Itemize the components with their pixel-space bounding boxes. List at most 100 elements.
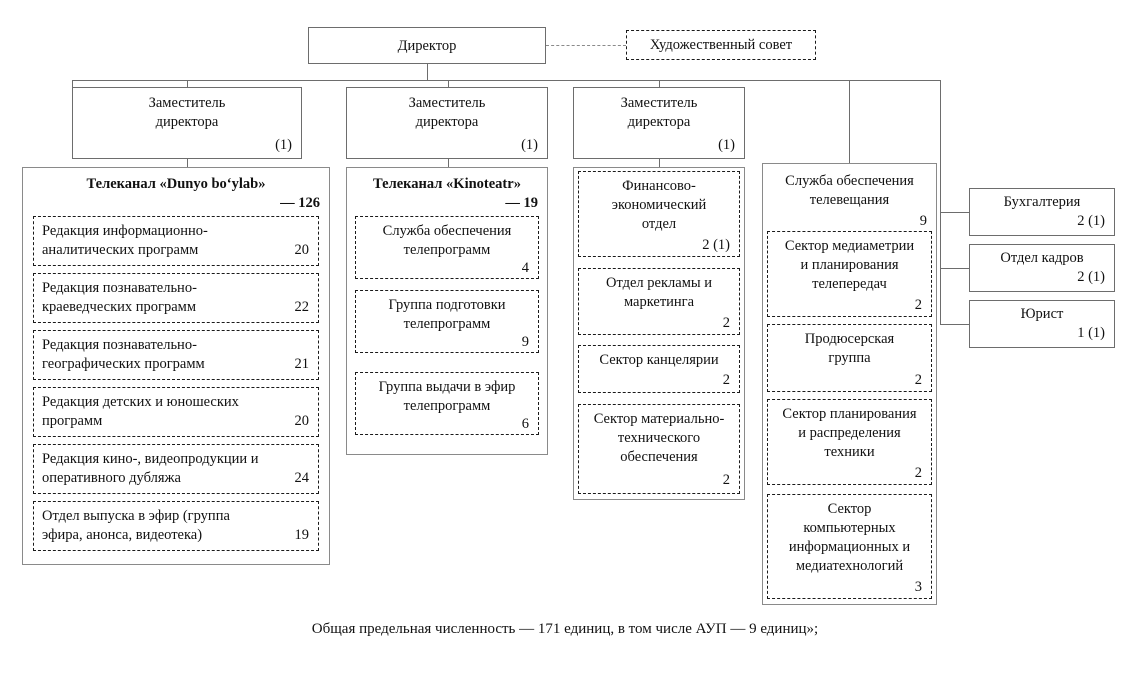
side-unit-box-2[interactable]: Отдел кадров 2 (1) — [969, 244, 1115, 292]
column-4-item-1-line2: и планирования — [800, 257, 899, 273]
column-2-item-1-count: 4 — [521, 260, 529, 276]
column-2-item-2[interactable]: Группа подготовки телепрограмм 9 — [355, 290, 539, 353]
column-3-item-4-count: 2 — [722, 472, 730, 488]
column-4-item-4-line1: Сектор — [827, 501, 872, 517]
column-1-item-1[interactable]: Редакция информационно- аналитических пр… — [33, 216, 319, 266]
deputy-2-drop-line — [448, 159, 449, 167]
deputy-1-line1: Заместитель — [148, 95, 226, 111]
column-1-item-4-count: 20 — [294, 413, 310, 429]
side-unit-3-count: 1 (1) — [1077, 325, 1105, 341]
column-1-item-6-line1: Отдел выпуска в эфир (группа — [42, 508, 230, 524]
column-4-item-4[interactable]: Сектор компьютерных информационных и мед… — [767, 494, 932, 599]
column-4-header-line1: Служба обеспечения — [785, 173, 914, 189]
column-1-item-3[interactable]: Редакция познавательно- географических п… — [33, 330, 319, 380]
column-3-item-2-count: 2 — [722, 315, 730, 331]
column-4-item-3-count: 2 — [914, 465, 922, 481]
deputy-box-3[interactable]: Заместитель директора (1) — [573, 87, 745, 159]
column-3-item-2-line2: маркетинга — [623, 294, 695, 310]
deputy-3-line2: директора — [627, 114, 691, 130]
deputy-3-line1: Заместитель — [620, 95, 698, 111]
column-1-item-5-count: 24 — [294, 470, 310, 486]
column-1-item-1-line1: Редакция информационно- — [42, 223, 208, 239]
column-3-item-3[interactable]: Сектор канцелярии 2 — [578, 345, 740, 393]
column-1-item-5-line1: Редакция кино-, видеопродукции и — [42, 451, 259, 467]
column-1-item-6[interactable]: Отдел выпуска в эфир (группа эфира, анон… — [33, 501, 319, 551]
column-2-item-3[interactable]: Группа выдачи в эфир телепрограмм 6 — [355, 372, 539, 435]
side-unit-box-3[interactable]: Юрист 1 (1) — [969, 300, 1115, 348]
column-4-item-3-line3: техники — [824, 444, 875, 460]
column-4-item-4-line4: медиатехнологий — [795, 558, 904, 574]
side-unit-3-title: Юрист — [1020, 306, 1064, 322]
column-1-item-5[interactable]: Редакция кино-, видеопродукции и операти… — [33, 444, 319, 494]
bus-left-edge-drop — [72, 80, 73, 87]
column-4-item-3-line2: и распределения — [798, 425, 901, 441]
column-1-item-3-line1: Редакция познавательно- — [42, 337, 197, 353]
column-1-item-2-count: 22 — [294, 299, 310, 315]
column-3-item-1-line1: Финансово- — [622, 178, 696, 194]
column-3-item-1[interactable]: Финансово- экономический отдел 2 (1) — [578, 171, 740, 257]
director-box[interactable]: Директор — [308, 27, 546, 64]
side-unit-box-1[interactable]: Бухгалтерия 2 (1) — [969, 188, 1115, 236]
column-4-item-4-line3: информационных и — [788, 539, 911, 555]
column-4-item-4-line2: компьютерных — [803, 520, 896, 536]
column-3-item-4[interactable]: Сектор материально- технического обеспеч… — [578, 404, 740, 494]
column-3-item-2[interactable]: Отдел рекламы и маркетинга 2 — [578, 268, 740, 335]
deputy-box-1[interactable]: Заместитель директора (1) — [72, 87, 302, 159]
advisory-council-box[interactable]: Художественный совет — [626, 30, 816, 60]
column-2-item-2-line1: Группа подготовки — [388, 297, 506, 313]
column-1-header: Телеканал «Dunyo bo‘ylab» — [86, 176, 266, 192]
bus-branch-deputy-3 — [659, 80, 660, 87]
column-3-item-3-line1: Сектор канцелярии — [599, 352, 719, 368]
column-1-item-2[interactable]: Редакция познавательно- краеведческих пр… — [33, 273, 319, 323]
column-2-item-1-line1: Служба обеспечения — [382, 223, 512, 239]
director-advisory-connector — [546, 45, 626, 46]
deputy-3-drop-line — [659, 159, 660, 167]
column-1-item-3-line2: географических программ — [42, 356, 205, 372]
main-bus-line — [72, 80, 940, 81]
side-unit-1-count: 2 (1) — [1077, 213, 1105, 229]
deputy-1-drop-line — [187, 159, 188, 167]
column-1-item-1-line2: аналитических программ — [42, 242, 199, 258]
bus-branch-column-4 — [849, 80, 850, 163]
column-3-item-4-line1: Сектор материально- — [593, 411, 725, 427]
bus-branch-deputy-1 — [187, 80, 188, 87]
column-3-item-1-line3: отдел — [641, 216, 677, 232]
column-1-item-4-line2: программ — [42, 413, 103, 429]
column-1-item-4-line1: Редакция детских и юношеских — [42, 394, 239, 410]
director-drop-line — [427, 64, 428, 80]
deputy-1-count: (1) — [275, 137, 292, 153]
column-4-item-4-count: 3 — [914, 579, 922, 595]
column-3-item-2-line1: Отдел рекламы и — [606, 275, 712, 291]
column-1-item-4[interactable]: Редакция детских и юношеских программ 20 — [33, 387, 319, 437]
column-1-item-2-line2: краеведческих программ — [42, 299, 196, 315]
column-4-item-1-count: 2 — [914, 297, 922, 313]
column-2-item-2-count: 9 — [521, 334, 529, 350]
column-4-item-3[interactable]: Сектор планирования и распределения техн… — [767, 399, 932, 485]
column-4-item-1[interactable]: Сектор медиаметрии и планирования телепе… — [767, 231, 932, 317]
column-3-item-1-count: 2 (1) — [702, 237, 730, 253]
column-2-header: Телеканал «Kinoteatr» — [373, 176, 521, 192]
deputy-2-line2: директора — [415, 114, 479, 130]
side-unit-2-connector — [940, 268, 969, 269]
side-unit-2-title: Отдел кадров — [1000, 250, 1084, 266]
side-unit-1-connector — [940, 212, 969, 213]
column-4-item-2-line2: группа — [828, 350, 871, 366]
column-2-item-1-line2: телепрограмм — [403, 242, 491, 258]
column-4-item-1-line3: телепередач — [812, 276, 887, 292]
column-4-item-2-count: 2 — [914, 372, 922, 388]
column-1-item-2-line1: Редакция познавательно- — [42, 280, 197, 296]
column-3-item-4-line2: технического — [617, 430, 701, 446]
column-2-item-3-line2: телепрограмм — [403, 398, 491, 414]
column-4-header-line2: телевещания — [809, 192, 890, 208]
total-headcount-caption: Общая предельная численность — 171 едини… — [311, 621, 819, 637]
column-4-item-2[interactable]: Продюсерская группа 2 — [767, 324, 932, 392]
column-2-item-3-line1: Группа выдачи в эфир — [378, 379, 516, 395]
deputy-box-2[interactable]: Заместитель директора (1) — [346, 87, 548, 159]
deputy-2-line1: Заместитель — [408, 95, 486, 111]
column-1-header-count: — 126 — [280, 195, 320, 211]
side-unit-1-title: Бухгалтерия — [1003, 194, 1081, 210]
column-2-item-1[interactable]: Служба обеспечения телепрограмм 4 — [355, 216, 539, 279]
bus-branch-right-units — [940, 80, 941, 325]
side-unit-2-count: 2 (1) — [1077, 269, 1105, 285]
